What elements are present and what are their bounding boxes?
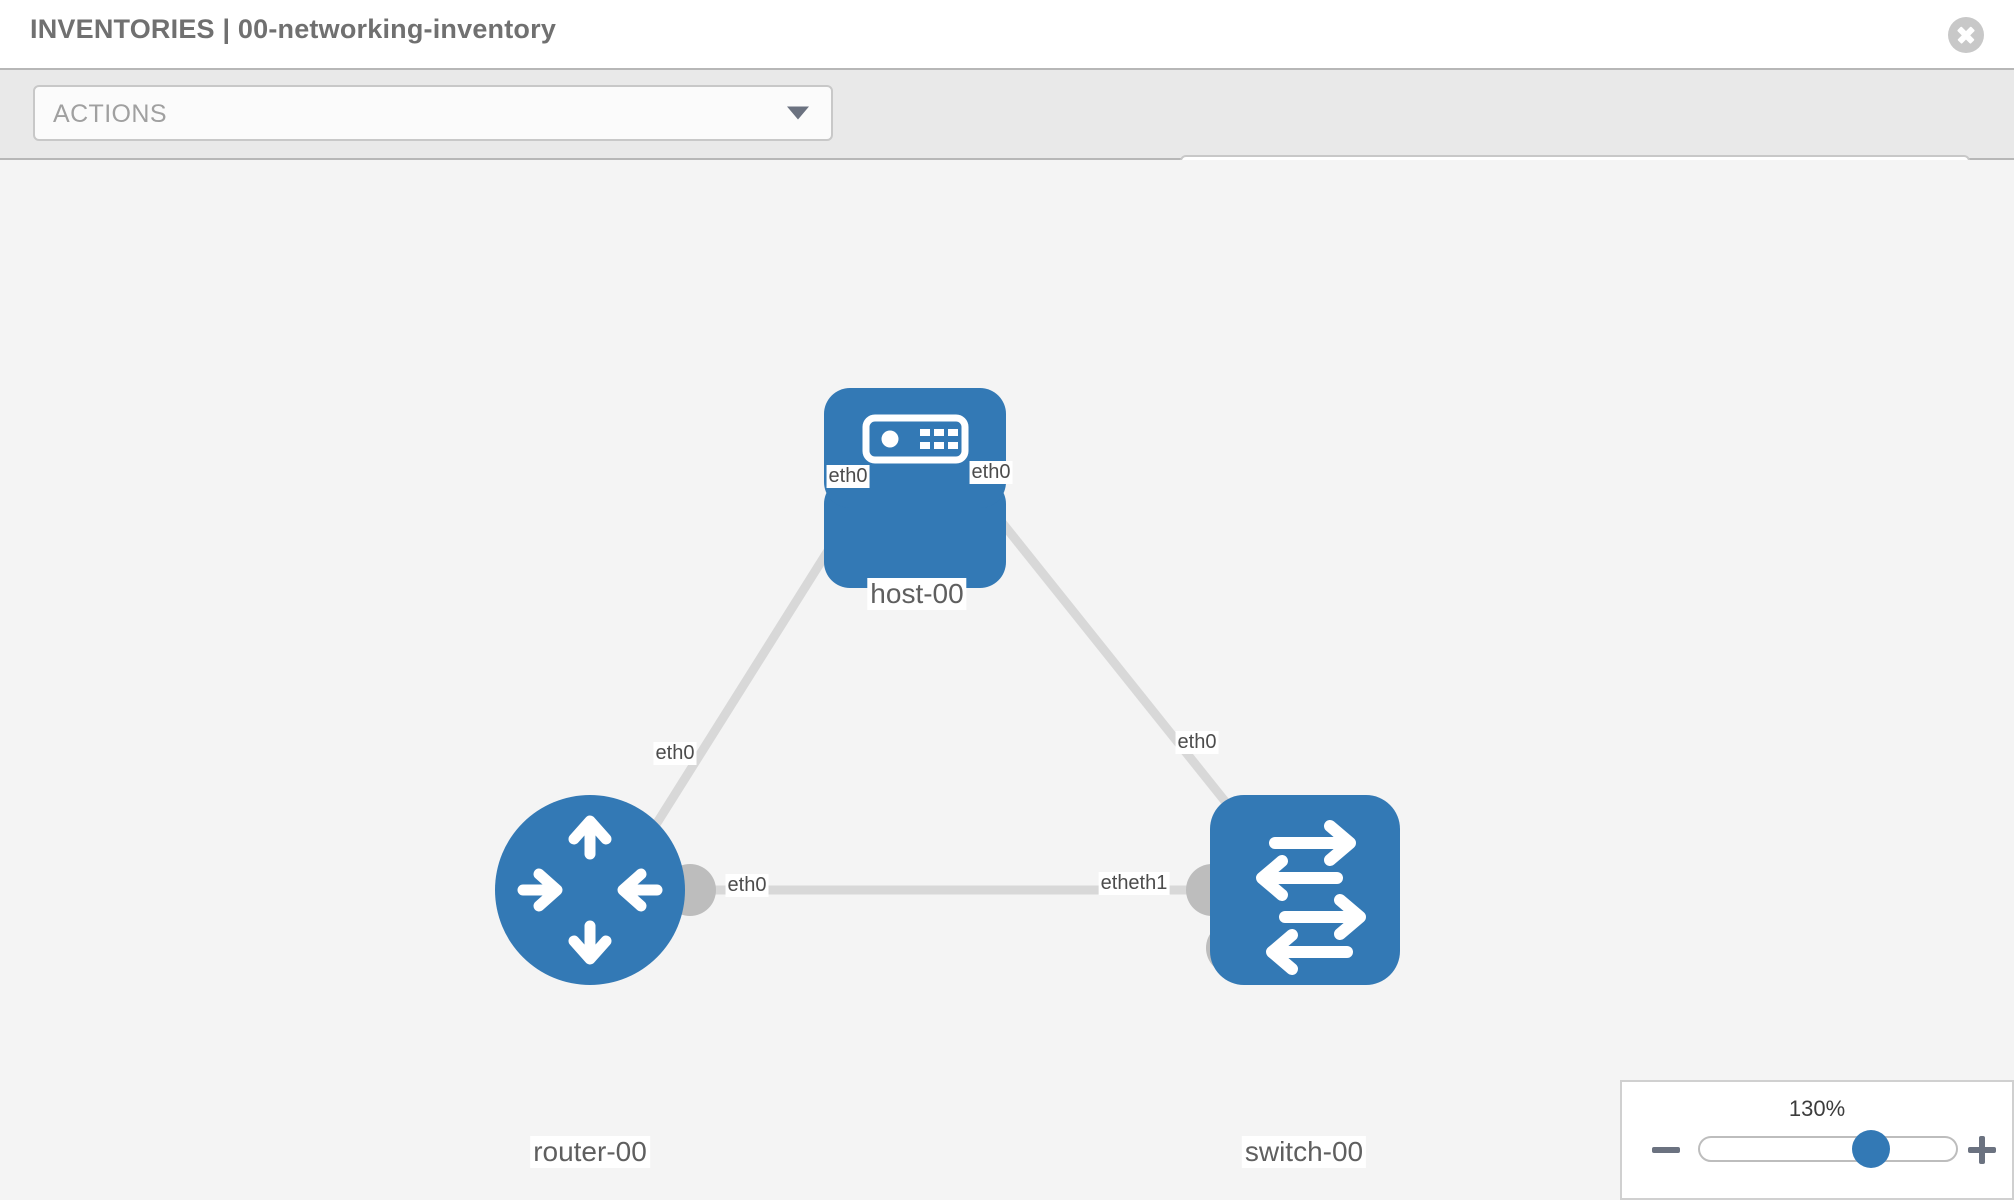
- zoom-slider[interactable]: [1698, 1136, 1958, 1162]
- chevron-down-icon: [787, 106, 809, 120]
- zoom-slider-thumb[interactable]: [1852, 1130, 1890, 1168]
- zoom-out-button[interactable]: [1650, 1134, 1682, 1166]
- plus-icon-vertical: [1979, 1136, 1985, 1164]
- node-switch-00: [1210, 795, 1400, 985]
- server-appliance-icon: [862, 414, 969, 464]
- zoom-in-button[interactable]: [1966, 1134, 1998, 1166]
- minus-icon: [1652, 1147, 1680, 1153]
- page-title: INVENTORIES | 00-networking-inventory: [30, 14, 557, 44]
- edge-label-switch00-eth0-up: eth0: [1175, 731, 1219, 754]
- zoom-control-panel: 130%: [1620, 1080, 2014, 1200]
- actions-dropdown[interactable]: ACTIONS: [33, 85, 833, 141]
- zoom-percent-label: 130%: [1788, 1096, 1846, 1121]
- edge-label-router00-eth0-up: eth0: [653, 742, 697, 765]
- topology-graph: [495, 388, 1400, 985]
- switch-arrows-icon: [1256, 820, 1366, 975]
- close-icon[interactable]: [1948, 17, 1984, 53]
- topology-canvas[interactable]: eth0 eth0 eth0 eth0 eth0 etheth1 host-00…: [0, 160, 2014, 1200]
- actions-dropdown-label: ACTIONS: [53, 100, 167, 128]
- router-four-arrows-icon: [517, 815, 663, 965]
- page-header: INVENTORIES | 00-networking-inventory: [0, 0, 2014, 70]
- edge-label-switch00-eth1: etheth1: [1098, 872, 1170, 895]
- edge-label-router00-eth0: eth0: [725, 874, 769, 897]
- edge-label-host00-eth0-left: eth0: [826, 465, 870, 488]
- node-label-host-00: host-00: [867, 578, 967, 610]
- toolbar: ACTIONS SEARCH: [0, 70, 2014, 211]
- node-router-00: [495, 795, 685, 985]
- node-label-router-00: router-00: [530, 1136, 650, 1168]
- edge-label-host00-eth0-right: eth0: [969, 461, 1013, 484]
- node-host-00: [824, 388, 1006, 588]
- node-label-switch-00: switch-00: [1241, 1136, 1367, 1168]
